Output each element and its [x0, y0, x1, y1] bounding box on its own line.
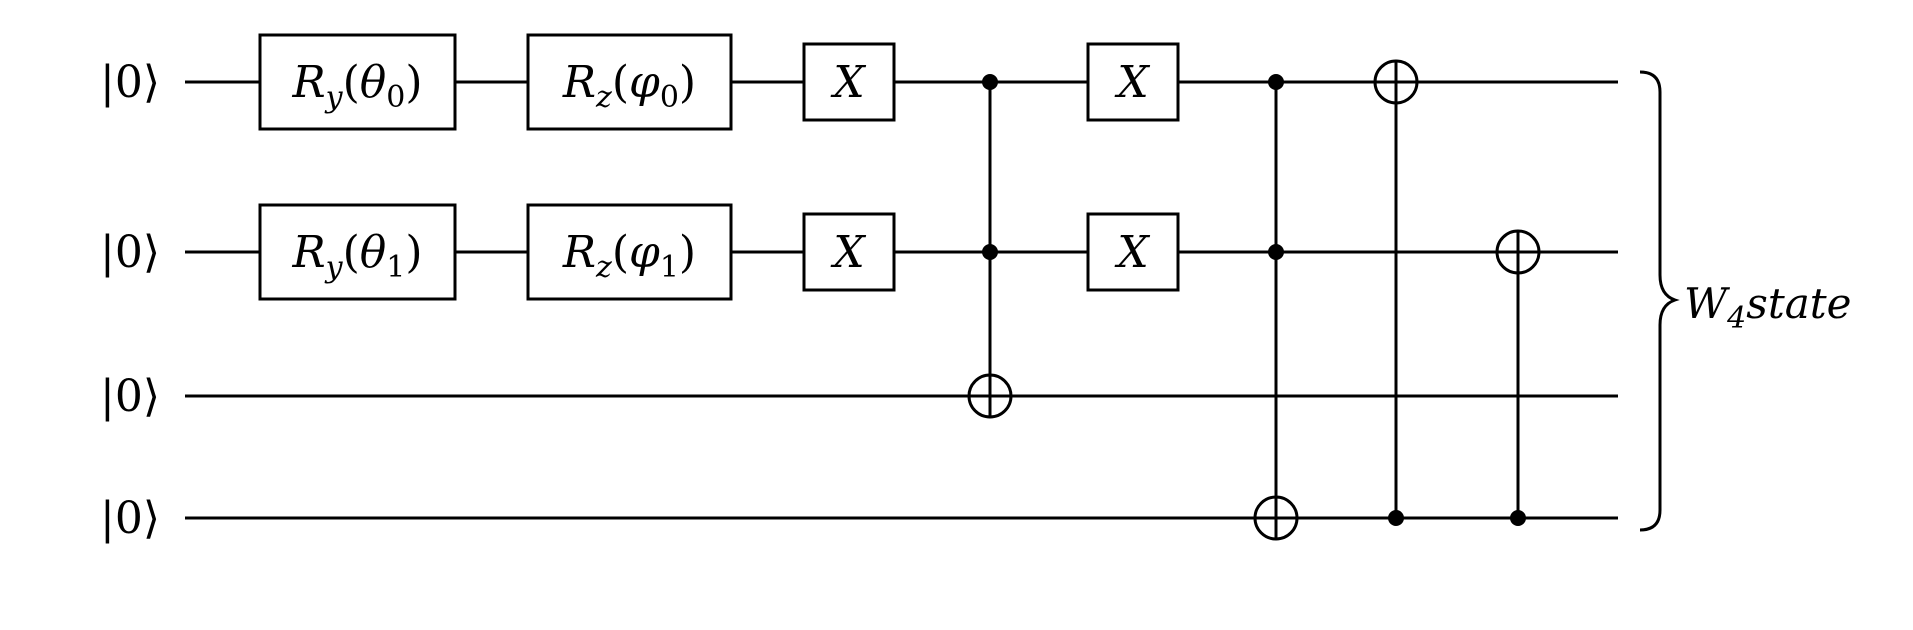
gate-box	[258, 203, 457, 301]
output-label-sub: 4	[1726, 301, 1746, 336]
qubit-label-3: |0⟩	[100, 493, 160, 544]
toffoli-1-control-dot	[982, 244, 998, 260]
toffoli-2-control-dot	[1268, 74, 1284, 90]
gate-rz-phi1: Rz(φ1)	[526, 203, 733, 301]
qubit-label-1: |0⟩	[100, 227, 160, 278]
gates: Ry(θ0) Rz(φ0) X X Ry(θ1) Rz(φ1) X X	[258, 33, 1180, 301]
output: W4state	[1639, 70, 1851, 532]
gate-label: Ry(θ1)	[291, 227, 422, 285]
gate-label: Rz(φ1)	[562, 227, 696, 285]
gate-box	[802, 42, 896, 122]
gate-label: X	[1114, 227, 1150, 278]
gate-box	[526, 203, 733, 301]
gate-box	[258, 33, 457, 131]
gate-x-0b: X	[1086, 42, 1180, 122]
gate-label: X	[830, 57, 866, 108]
control-lines	[988, 82, 1520, 518]
output-label-rest: state	[1746, 279, 1851, 328]
gate-label: Ry(θ0)	[291, 57, 422, 115]
gate-rz-phi0: Rz(φ0)	[526, 33, 733, 131]
gate-x-1b: X	[1086, 212, 1180, 292]
gate-box	[802, 212, 896, 292]
gate-x-0a: X	[802, 42, 896, 122]
gate-label: X	[830, 227, 866, 278]
gate-label: Rz(φ0)	[562, 57, 696, 115]
cnot-1-control-dot	[1388, 510, 1404, 526]
qubit-label-0: |0⟩	[100, 57, 160, 108]
gate-box	[526, 33, 733, 131]
cnot-1-target-xor-icon	[1373, 59, 1419, 105]
gate-x-1a: X	[802, 212, 896, 292]
toffoli-2-target-xor-icon	[1253, 495, 1299, 541]
gate-ry-theta1: Ry(θ1)	[258, 203, 457, 301]
toffoli-2-control-dot	[1268, 244, 1284, 260]
output-label-main: W	[1684, 279, 1731, 328]
toffoli-1-control-dot	[982, 74, 998, 90]
gate-box	[1086, 212, 1180, 292]
qubit-labels: |0⟩ |0⟩ |0⟩ |0⟩	[100, 57, 160, 544]
cnot-2-target-xor-icon	[1495, 229, 1541, 275]
control-nodes	[967, 59, 1541, 541]
gate-ry-theta0: Ry(θ0)	[258, 33, 457, 131]
output-label: W4state	[1684, 279, 1851, 336]
qubit-label-2: |0⟩	[100, 371, 160, 422]
cnot-2-control-dot	[1510, 510, 1526, 526]
toffoli-1-target-xor-icon	[967, 373, 1013, 419]
gate-box	[1086, 42, 1180, 122]
output-brace	[1639, 70, 1680, 532]
gate-label: X	[1114, 57, 1150, 108]
